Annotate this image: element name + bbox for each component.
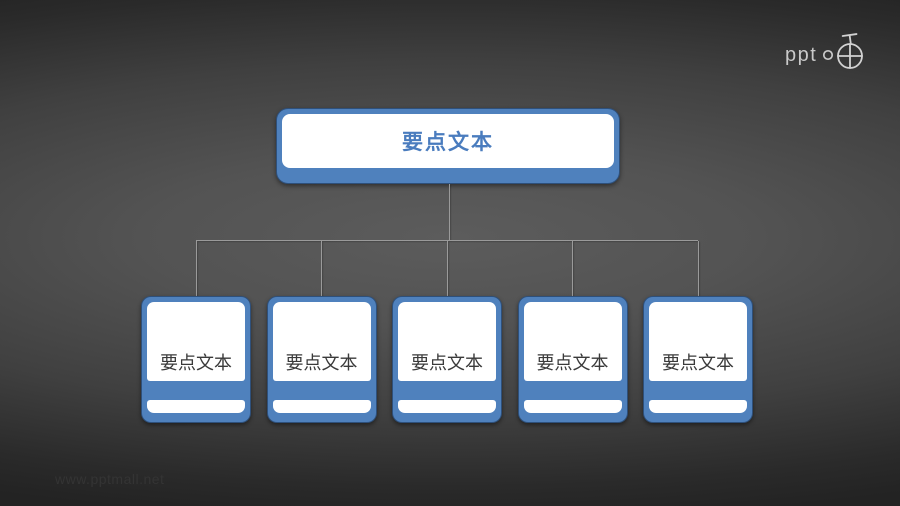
logo-text: ppt [785, 44, 817, 66]
child-node-label: 要点文本 [160, 353, 232, 374]
root-node-body: 要点文本 [282, 114, 614, 168]
child-node-1: 要点文本 [141, 296, 251, 423]
connector-branch-1 [196, 241, 197, 296]
child-node-body: 要点文本 [649, 302, 747, 382]
child-node-footer [398, 400, 496, 413]
child-node-footer [523, 400, 622, 413]
child-node-4: 要点文本 [517, 296, 628, 423]
child-node-footer [272, 400, 371, 413]
connector-branch-3 [447, 241, 448, 296]
child-node-3: 要点文本 [392, 296, 502, 423]
child-node-footer [649, 400, 747, 413]
watermark-url: www.pptmall.net [55, 471, 165, 487]
child-node-label: 要点文本 [411, 353, 483, 374]
child-node-label: 要点文本 [285, 353, 358, 374]
child-node-body: 要点文本 [523, 302, 622, 382]
connector-branch-5 [698, 241, 699, 296]
connector-root-stem [449, 184, 450, 240]
stopwatch-icon: ppt [785, 33, 863, 69]
connector-branch-2 [321, 241, 322, 296]
child-node-body: 要点文本 [272, 302, 371, 382]
pptmall-logo: ppt [784, 28, 874, 74]
child-node-label: 要点文本 [536, 353, 609, 374]
child-node-2: 要点文本 [266, 296, 377, 423]
connector-rail [196, 240, 698, 241]
children-row: 要点文本 要点文本 要点文本 要点文本 要点文本 [141, 296, 753, 423]
root-node: 要点文本 [276, 108, 620, 184]
connector-branch-4 [572, 241, 573, 296]
child-node-body: 要点文本 [398, 302, 496, 382]
root-node-label: 要点文本 [402, 131, 494, 154]
child-node-label: 要点文本 [662, 353, 734, 374]
child-node-5: 要点文本 [643, 296, 753, 423]
child-node-footer [147, 400, 245, 413]
child-node-body: 要点文本 [147, 302, 245, 382]
